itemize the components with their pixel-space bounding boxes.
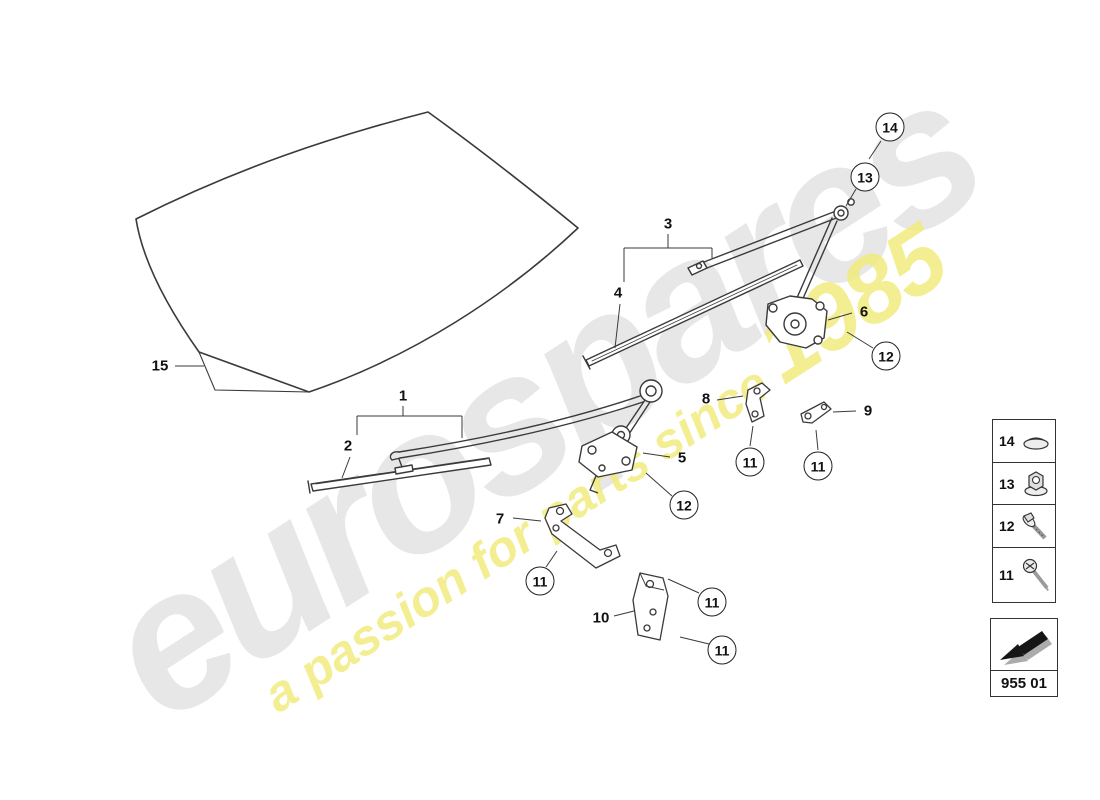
hardware-legend: 14 13 12: [992, 419, 1056, 604]
callout-8[interactable]: 8: [701, 390, 711, 408]
legend-row-11[interactable]: 11: [992, 547, 1056, 604]
bracket-10: [632, 572, 669, 641]
lower-wiper-assembly: [307, 379, 663, 494]
bracket-8: [745, 382, 771, 423]
flange-bolt-icon: [1019, 510, 1052, 542]
callout-4[interactable]: 4: [613, 284, 623, 302]
callout-11[interactable]: 11: [803, 451, 833, 481]
callout-3[interactable]: 3: [663, 215, 673, 233]
callout-14[interactable]: 14: [875, 112, 905, 142]
legend-row-12[interactable]: 12: [992, 504, 1056, 549]
wiper-motor-center: [578, 425, 638, 494]
callout-6[interactable]: 6: [859, 303, 869, 321]
bracket-9: [800, 401, 832, 424]
wiper-motor-right: [765, 295, 828, 349]
legend-label-12: 12: [999, 518, 1015, 535]
callout-11[interactable]: 11: [697, 587, 727, 617]
diagram-code: 955 01: [1001, 675, 1047, 692]
windshield: [135, 111, 579, 393]
callout-12[interactable]: 12: [669, 490, 699, 520]
leader-lines: [175, 140, 882, 645]
callout-5[interactable]: 5: [677, 449, 687, 467]
screw-icon: [1019, 556, 1052, 594]
cap-icon: [1019, 427, 1052, 455]
callout-7[interactable]: 7: [495, 510, 505, 528]
callout-11[interactable]: 11: [707, 635, 737, 665]
legend-label-11: 11: [999, 567, 1014, 584]
legend-label-14: 14: [999, 433, 1015, 449]
direction-arrow-icon: [991, 619, 1057, 671]
top-wiper-assembly: [582, 198, 855, 370]
callout-11[interactable]: 11: [525, 566, 555, 596]
legend-label-13: 13: [999, 475, 1015, 492]
callout-10[interactable]: 10: [592, 609, 610, 627]
legend-row-13[interactable]: 13: [992, 461, 1056, 506]
callout-15[interactable]: 15: [151, 357, 169, 375]
legend-row-14[interactable]: 14: [992, 419, 1056, 463]
callout-1[interactable]: 1: [398, 387, 408, 405]
callout-12[interactable]: 12: [871, 341, 901, 371]
callout-11[interactable]: 11: [735, 447, 765, 477]
callout-13[interactable]: 13: [850, 162, 880, 192]
bracket-7: [544, 503, 621, 569]
diagram-code-box: 955 01: [990, 618, 1058, 697]
callout-2[interactable]: 2: [343, 437, 353, 455]
flange-nut-icon: [1019, 469, 1052, 499]
callout-9[interactable]: 9: [863, 402, 873, 420]
